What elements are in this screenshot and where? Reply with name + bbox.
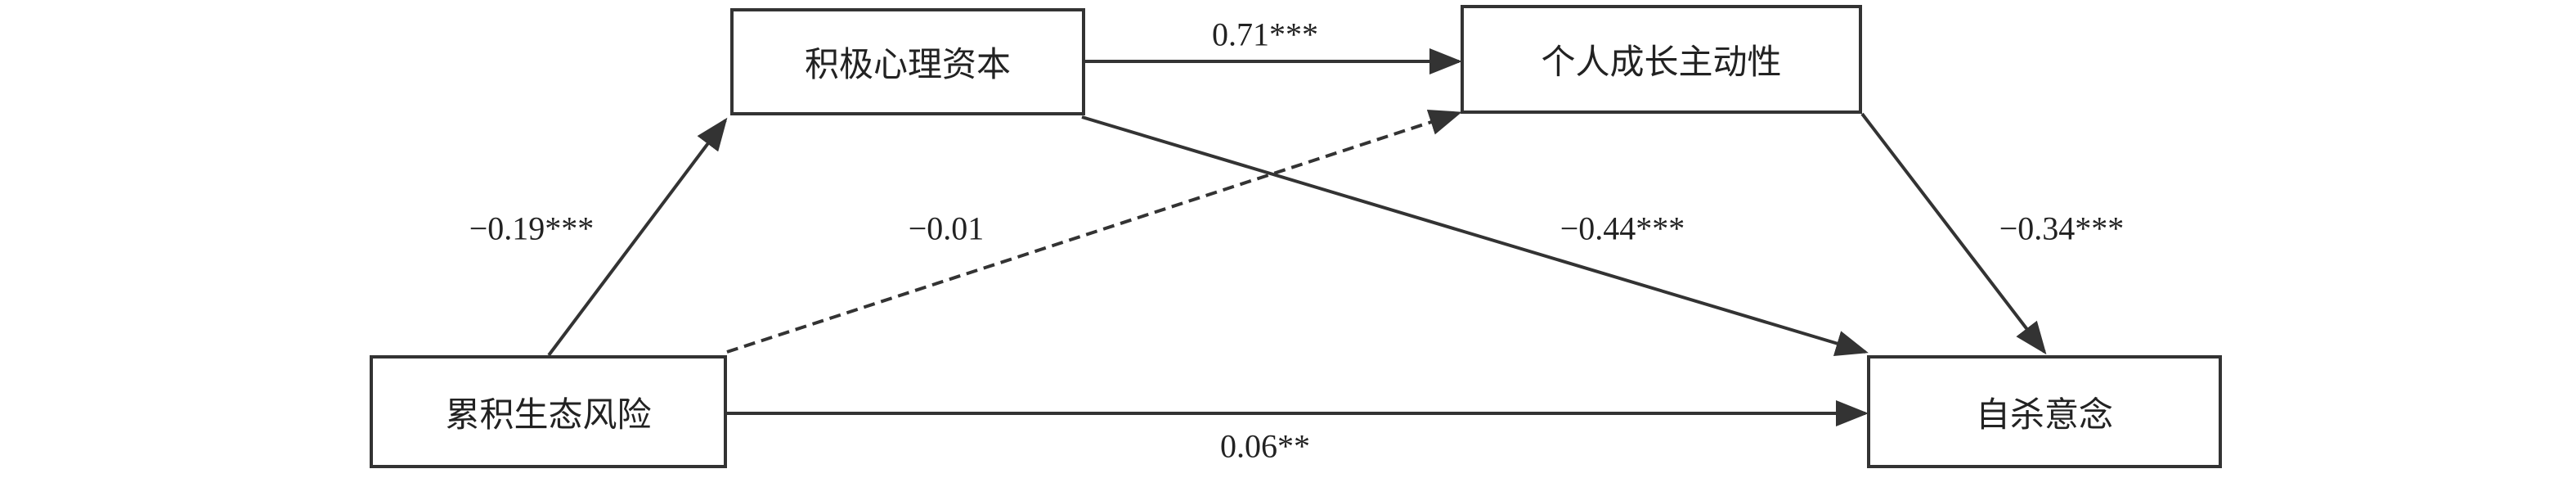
node-cumulative-ecological-risk: 累积生态风险: [370, 355, 727, 468]
node-personal-growth-initiative: 个人成长主动性: [1461, 5, 1862, 114]
coef-capital-initiative: 0.71***: [1212, 16, 1318, 53]
coef-initiative-suicide: −0.34***: [1999, 210, 2125, 247]
arrow-initiative-to-suicide: [1860, 112, 2047, 355]
arrow-capital-to-suicide: [1081, 115, 1869, 356]
arrow-risk-to-capital: [547, 117, 728, 357]
coef-risk-suicide: 0.06**: [1220, 427, 1310, 465]
arrow-risk-to-initiative-dashed: [726, 109, 1462, 354]
coef-risk-initiative: −0.01: [908, 210, 985, 247]
coef-capital-suicide: −0.44***: [1560, 210, 1685, 247]
node-positive-psychological-capital: 积极心理资本: [730, 8, 1085, 115]
coef-risk-capital: −0.19***: [469, 210, 595, 247]
node-suicidal-ideation: 自杀意念: [1867, 355, 2222, 468]
